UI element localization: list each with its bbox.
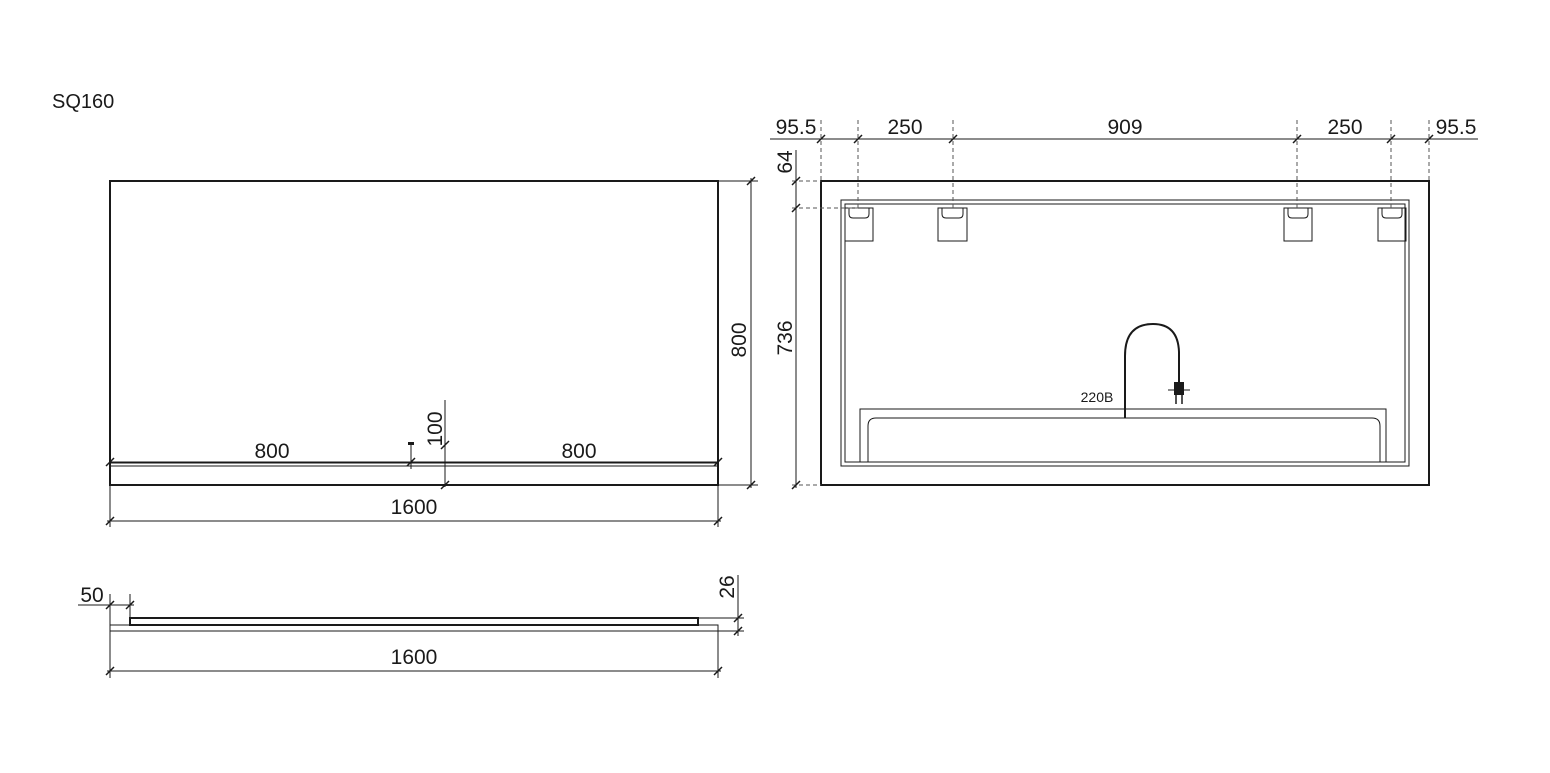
power-plug-icon (1168, 382, 1190, 404)
dim-tick (125, 600, 135, 610)
dim-label-right-half: 800 (561, 440, 596, 463)
back-light-box-outer (859, 408, 1387, 463)
dim-label-top-offset: 64 (774, 150, 797, 174)
dim-tick (105, 666, 115, 676)
back-frame-outer (840, 199, 1410, 467)
side-view: 50 26 1600 (78, 575, 744, 678)
dim-tick (440, 480, 450, 490)
dim-tick (1386, 134, 1396, 144)
back-frame-inner (844, 203, 1406, 463)
dim-tick (816, 134, 826, 144)
dim-tick (746, 176, 756, 186)
dim-tick (105, 600, 115, 610)
dim-tick (713, 516, 723, 526)
front-mirror-outline (109, 180, 719, 486)
mounting-bracket (1377, 207, 1407, 242)
mounting-bracket (1283, 207, 1313, 242)
power-cable (1124, 322, 1180, 418)
dim-tick (733, 613, 743, 623)
dim-tick (791, 203, 801, 213)
model-title: SQ160 (52, 91, 114, 113)
dim-tick (948, 134, 958, 144)
dim-tick (105, 516, 115, 526)
mounting-bracket (937, 207, 968, 242)
side-mirror-glass (109, 624, 719, 632)
dim-label-edge-left: 95.5 (776, 116, 817, 139)
dim-label-left-half: 800 (254, 440, 289, 463)
dim-label-side-width: 1600 (391, 646, 438, 669)
dim-tick (853, 134, 863, 144)
dim-label-gap-right: 250 (1327, 116, 1362, 139)
dim-label-span-middle: 909 (1107, 116, 1142, 139)
dim-label-width: 1600 (391, 496, 438, 519)
dim-label-inner-height: 736 (774, 320, 797, 355)
dim-label-thickness: 26 (716, 575, 739, 598)
sensor-switch-icon (408, 442, 414, 445)
back-light-box-inner (867, 417, 1381, 462)
dim-tick (105, 457, 115, 467)
dim-tick (713, 666, 723, 676)
dim-tick (440, 440, 450, 450)
dim-label-edge-right: 95.5 (1436, 116, 1477, 139)
back-mirror-outline (820, 180, 1430, 486)
back-view: 220В 95.5 250 909 250 95.5 64 736 (770, 116, 1478, 490)
dim-label-offset: 50 (80, 584, 103, 607)
power-label: 220В (1081, 389, 1114, 405)
side-mirror-body (129, 617, 699, 626)
dim-tick (1292, 134, 1302, 144)
dim-tick (791, 480, 801, 490)
front-view: 800 800 100 800 1600 (105, 176, 758, 527)
dim-tick (791, 176, 801, 186)
dim-label-gap-left: 250 (887, 116, 922, 139)
dim-tick (1424, 134, 1434, 144)
dim-label-sensor-offset: 100 (424, 411, 447, 446)
dim-label-height: 800 (728, 322, 751, 357)
dim-tick (406, 457, 416, 467)
dim-tick (746, 480, 756, 490)
dim-tick (713, 457, 723, 467)
mounting-bracket (844, 207, 874, 242)
dim-tick (733, 626, 743, 636)
